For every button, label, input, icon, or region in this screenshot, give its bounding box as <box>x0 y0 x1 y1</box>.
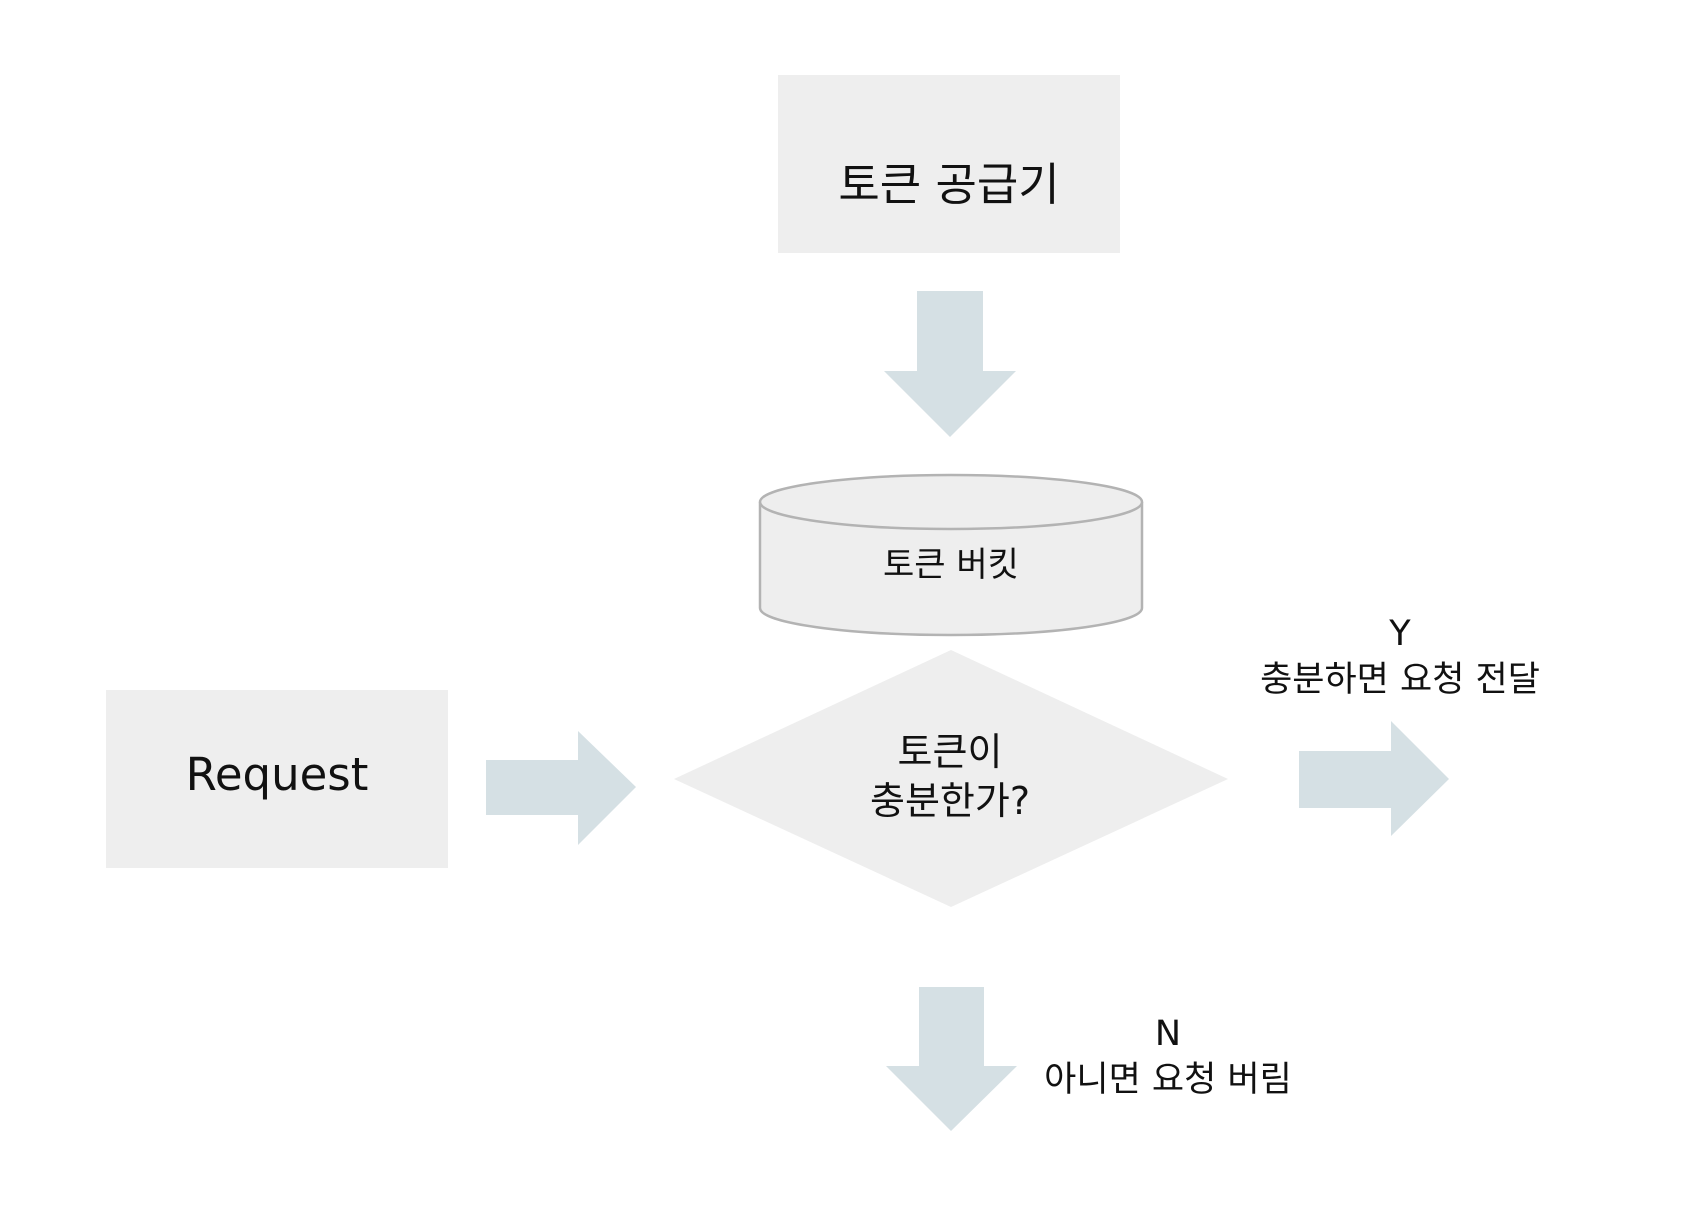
token-supplier-box <box>778 75 1120 253</box>
decision-label-line2: 충분한가? <box>869 779 1030 824</box>
request-box <box>106 690 448 868</box>
token-supplier-label: 토큰 공급기 <box>838 158 1060 211</box>
arrow-supplier-to-bucket <box>884 291 1016 437</box>
decision-label-line1: 토큰이 <box>897 730 1003 774</box>
yes-branch-letter: Y <box>1389 614 1411 654</box>
no-branch-letter: N <box>1154 1014 1182 1054</box>
yes-branch-label: Y 충분하면 요청 전달 <box>1200 612 1600 703</box>
yes-branch-text: 충분하면 요청 전달 <box>1260 659 1540 700</box>
arrow-request-to-decision <box>486 731 636 845</box>
no-branch-text: 아니면 요청 버림 <box>1044 1059 1292 1100</box>
request-label: Request <box>185 748 369 801</box>
arrow-yes-branch <box>1299 721 1449 836</box>
decision-label: 토큰이 충분한가? <box>780 728 1120 827</box>
no-branch-label: N 아니면 요청 버림 <box>968 1012 1368 1103</box>
token-bucket-label: 토큰 버킷 <box>883 545 1019 585</box>
token-bucket-cylinder <box>758 473 1144 637</box>
arrow-no-branch <box>886 987 1017 1131</box>
decision-diamond <box>674 650 1228 907</box>
